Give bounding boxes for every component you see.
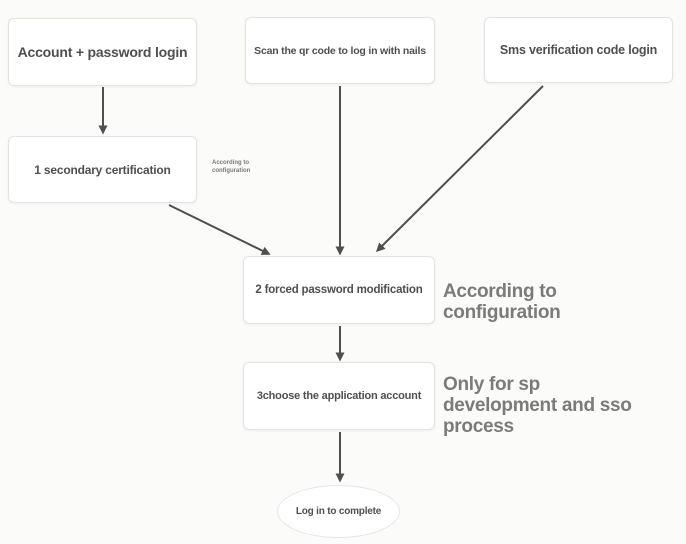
edge-cert-to-forced bbox=[168, 204, 271, 255]
node-sms-login-label: Sms verification code login bbox=[499, 43, 658, 57]
node-login-complete-label: Log in to complete bbox=[295, 506, 382, 517]
node-choose-application-account-label: 3choose the application account bbox=[256, 390, 422, 402]
annotation-only-for-sp-sso: Only for sp development and sso process bbox=[443, 374, 632, 437]
edge-sms-to-forced bbox=[375, 85, 544, 252]
annotation-according-to-configuration-small: According to configuration bbox=[212, 160, 251, 174]
node-qr-login-label: Scan the qr code to log in with nails bbox=[254, 44, 426, 57]
node-account-login: Account + password login bbox=[8, 18, 197, 86]
node-secondary-certification: 1 secondary certification bbox=[8, 136, 197, 203]
annotation-according-to-configuration: According to configuration bbox=[443, 281, 561, 323]
node-login-complete: Log in to complete bbox=[277, 485, 400, 538]
node-account-login-label: Account + password login bbox=[17, 44, 188, 60]
node-forced-password-modification: 2 forced password modification bbox=[243, 256, 435, 324]
node-forced-password-modification-label: 2 forced password modification bbox=[255, 284, 423, 296]
node-sms-login: Sms verification code login bbox=[484, 17, 673, 83]
node-secondary-certification-label: 1 secondary certification bbox=[34, 162, 171, 177]
node-qr-login: Scan the qr code to log in with nails bbox=[245, 17, 435, 84]
node-choose-application-account: 3choose the application account bbox=[243, 362, 435, 430]
